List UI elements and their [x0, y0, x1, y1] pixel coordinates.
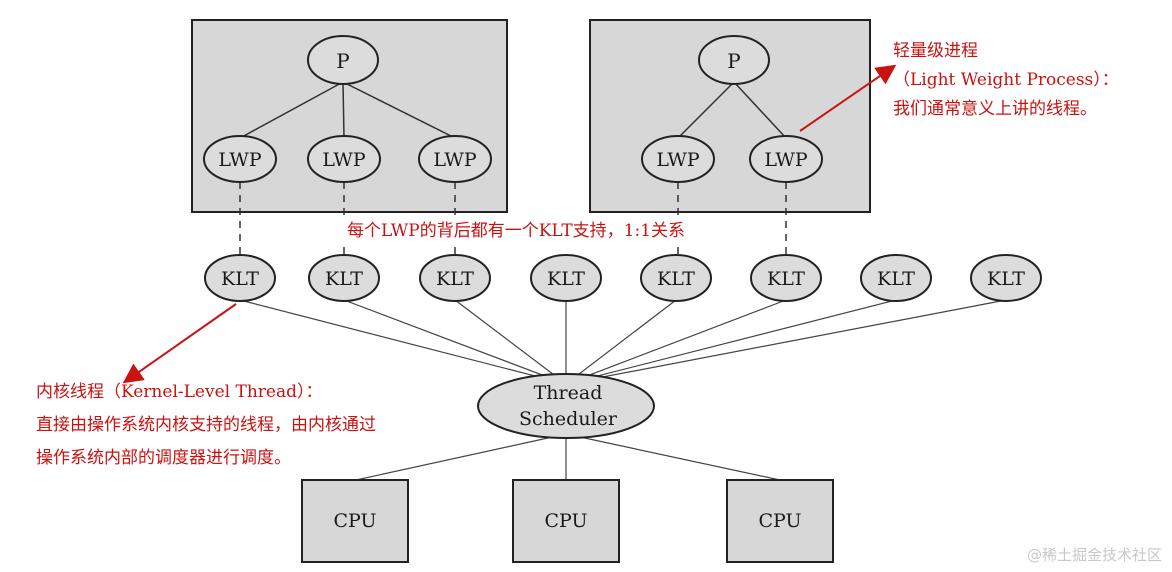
lwp-node: LWP — [749, 135, 823, 183]
klt-label: KLT — [547, 268, 585, 290]
lwp-label: LWP — [764, 149, 807, 171]
klt-label: KLT — [657, 268, 695, 290]
scheduler-label-line1: Thread — [534, 382, 603, 404]
klt-annotation-desc-2: 操作系统内部的调度器进行调度。 — [36, 448, 291, 468]
lwp-label: LWP — [218, 149, 261, 171]
cpu-label: CPU — [544, 510, 587, 532]
process-label: P — [727, 49, 740, 73]
cpu-box: CPU — [301, 479, 409, 563]
klt-label: KLT — [767, 268, 805, 290]
lwp-label: LWP — [656, 149, 699, 171]
cpu-box: CPU — [512, 479, 620, 563]
scheduler-label-line2: Scheduler — [519, 408, 618, 430]
klt-annotation-arrow — [122, 303, 237, 384]
klt-node: KLT — [530, 254, 602, 302]
klt-node: KLT — [970, 254, 1042, 302]
cpu-label: CPU — [333, 510, 376, 532]
lwp-annotation-title: 轻量级进程 — [893, 41, 978, 61]
klt-label: KLT — [325, 268, 363, 290]
klt-node: KLT — [860, 254, 932, 302]
klt-scheduler-lines — [239, 299, 1007, 385]
watermark: @稀土掘金技术社区 — [1027, 546, 1162, 564]
klt-node: KLT — [204, 254, 276, 302]
lwp-node: LWP — [418, 135, 492, 183]
process-node-left: P — [307, 35, 379, 85]
klt-label: KLT — [221, 268, 259, 290]
lwp-node: LWP — [641, 135, 715, 183]
mapping-note-backdrop — [342, 216, 750, 244]
klt-node: KLT — [419, 254, 491, 302]
lwp-annotation-arrow — [799, 64, 897, 132]
klt-label: KLT — [987, 268, 1025, 290]
thread-scheduler-node: Thread Scheduler — [477, 373, 655, 439]
lwp-annotation-subtitle: （Light Weight Process）： — [893, 70, 1119, 90]
klt-label: KLT — [877, 268, 915, 290]
process-node-right: P — [698, 35, 770, 85]
klt-annotation-title: 内核线程（Kernel-Level Thread）： — [36, 382, 322, 402]
klt-annotation-desc-1: 直接由操作系统内核支持的线程，由内核通过 — [36, 415, 376, 435]
lwp-node: LWP — [307, 135, 381, 183]
klt-node: KLT — [640, 254, 712, 302]
klt-label: KLT — [436, 268, 474, 290]
lwp-node: LWP — [203, 135, 277, 183]
process-label: P — [336, 49, 349, 73]
mapping-note: 每个LWP的背后都有一个KLT支持，1:1关系 — [347, 221, 685, 241]
klt-node: KLT — [308, 254, 380, 302]
lwp-label: LWP — [433, 149, 476, 171]
lwp-label: LWP — [322, 149, 365, 171]
scheduler-cpu-lines — [355, 433, 781, 481]
lwp-annotation-desc: 我们通常意义上讲的线程。 — [893, 99, 1097, 119]
klt-node: KLT — [750, 254, 822, 302]
cpu-label: CPU — [758, 510, 801, 532]
process-lwp-lines-left — [239, 81, 456, 139]
process-lwp-lines-right — [677, 81, 787, 139]
cpu-box: CPU — [726, 479, 834, 563]
